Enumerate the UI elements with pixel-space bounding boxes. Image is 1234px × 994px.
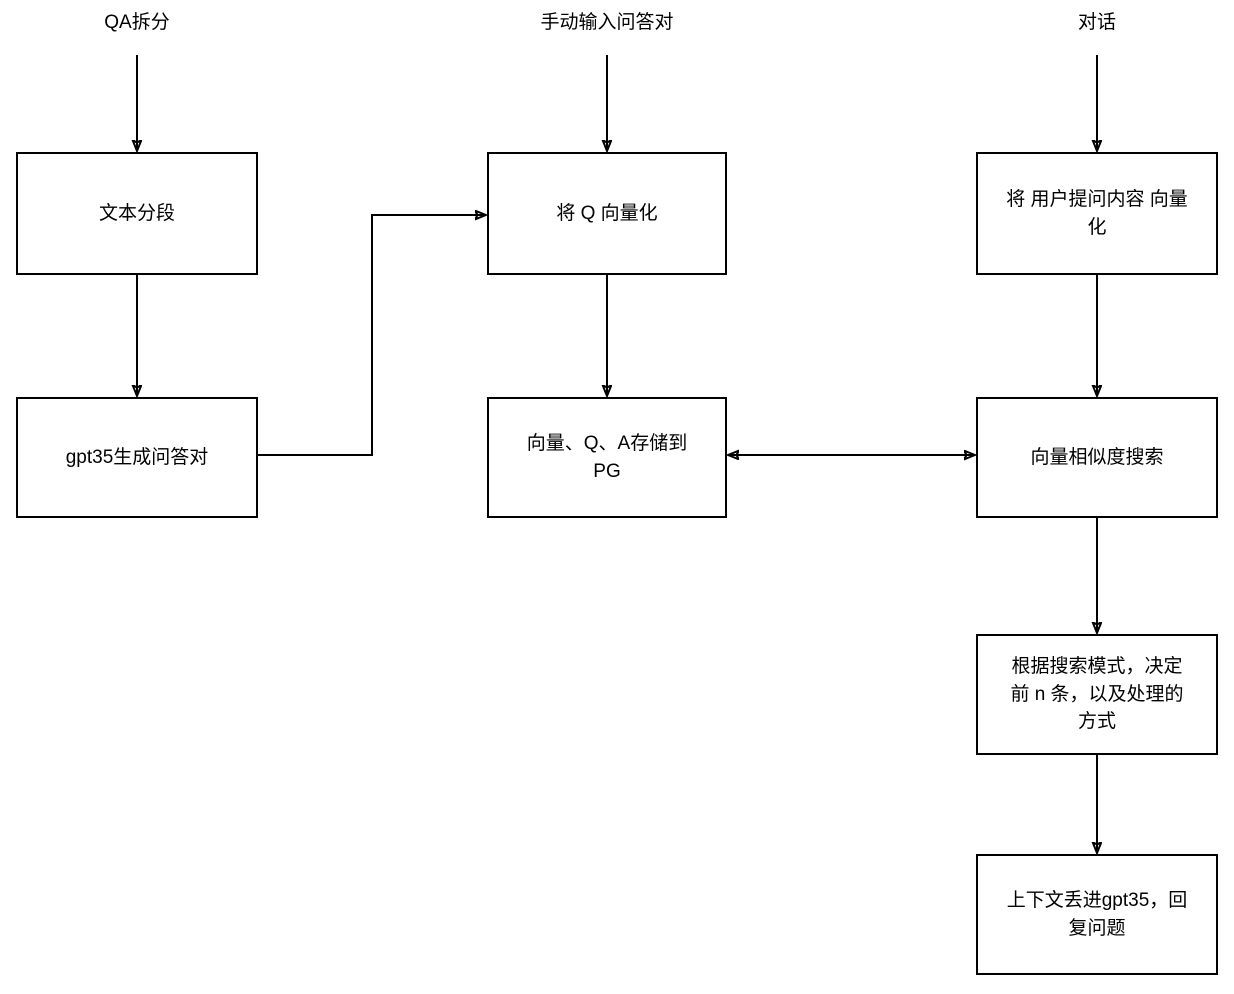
edge-gpt35-to-vectorize-q	[258, 215, 485, 456]
lane-label-chat: 对话	[1077, 12, 1117, 33]
node-gpt35-generate-qa[interactable]: gpt35生成问答对	[16, 397, 258, 518]
lane-label-qa-split: QA拆分	[104, 12, 170, 33]
lane-label-manual-input: 手动输入问答对	[540, 12, 674, 33]
node-vectorize-q[interactable]: 将 Q 向量化	[487, 152, 727, 275]
node-store-to-pg[interactable]: 向量、Q、A存储到 PG	[487, 397, 727, 518]
node-text-chunking[interactable]: 文本分段	[16, 152, 258, 275]
node-decide-top-n[interactable]: 根据搜索模式，决定 前 n 条，以及处理的 方式	[976, 634, 1218, 755]
node-context-to-gpt35[interactable]: 上下文丢进gpt35，回 复问题	[976, 854, 1218, 975]
node-vectorize-user-question[interactable]: 将 用户提问内容 向量 化	[976, 152, 1218, 275]
node-vector-similarity-search[interactable]: 向量相似度搜索	[976, 397, 1218, 518]
